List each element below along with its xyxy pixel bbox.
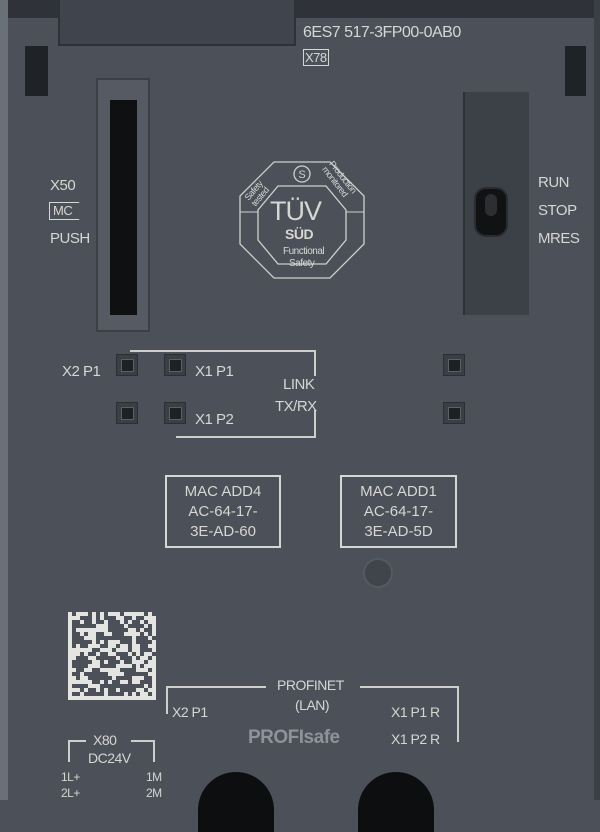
label-x2p1: X2 P1 (62, 363, 101, 380)
profinet-x1p2r: X1 P2 R (391, 731, 440, 747)
led-bracket (130, 350, 316, 352)
power-bracket (153, 740, 155, 762)
mac-line: AC-64-17- (188, 503, 258, 520)
mac-title: MAC ADD4 (184, 483, 262, 500)
profisafe-logo: PROFIsafe (248, 727, 340, 748)
led-bracket (314, 350, 316, 376)
left-latch (25, 46, 48, 96)
led-bracket (314, 410, 316, 438)
tuv-certification-mark: S (239, 161, 365, 279)
mode-mres: MRES (538, 230, 580, 247)
datamatrix-code (68, 612, 156, 700)
knob-lever (485, 194, 497, 216)
power-2l: 2L+ (61, 786, 80, 800)
mode-switch-knob[interactable] (474, 187, 508, 237)
left-edge (0, 0, 8, 800)
memory-card-action: PUSH (50, 230, 90, 247)
mac-address-4: MAC ADD4 AC-64-17- 3E-AD-60 (165, 475, 281, 548)
memory-card-slot[interactable] (96, 78, 150, 332)
power-bracket (68, 740, 86, 742)
cert-brand: TÜV (270, 196, 322, 226)
profinet-bracket (457, 686, 459, 742)
connector-opening-x2[interactable] (198, 772, 274, 832)
right-edge (594, 0, 600, 800)
led-x2p1-txrx (116, 402, 138, 424)
profinet-title: PROFINET (277, 677, 344, 693)
cert-bottom-2: Safety (289, 258, 315, 269)
led-x2p1-link (116, 354, 138, 376)
model-number: 6ES7 517-3FP00-0AB0 (303, 24, 461, 41)
cert-sub: SÜD (285, 226, 314, 242)
profinet-bracket (166, 686, 168, 714)
label-x1p2: X1 P2 (195, 411, 234, 428)
led-x1p2 (164, 402, 186, 424)
right-latch (565, 46, 586, 96)
led-x1p1 (164, 354, 186, 376)
memory-card-opening[interactable] (110, 100, 137, 315)
mac-line: 3E-AD-60 (190, 523, 256, 540)
cert-bottom-1: Functional (283, 246, 325, 257)
profinet-x1p1r: X1 P1 R (391, 704, 440, 720)
led-right-top (443, 354, 465, 376)
memory-card-port: X50 (50, 177, 76, 194)
mac-title: MAC ADD1 (360, 483, 437, 500)
mac-line: AC-64-17- (363, 503, 434, 520)
memory-card-icon: MC (49, 202, 87, 220)
svg-text:S: S (298, 169, 305, 181)
power-2m: 2M (146, 786, 162, 800)
led-bracket (176, 436, 316, 438)
mac-line: 3E-AD-5D (364, 523, 433, 540)
label-x1p1: X1 P1 (195, 363, 234, 380)
profinet-bracket (166, 686, 266, 688)
mode-run: RUN (538, 174, 570, 191)
power-bracket (68, 740, 70, 762)
power-bracket (131, 740, 155, 742)
label-txrx: TX/RX (275, 398, 317, 415)
profinet-bracket (360, 686, 459, 688)
top-recess (58, 0, 296, 46)
mac-address-1: MAC ADD1 AC-64-17- 3E-AD-5D (340, 475, 457, 548)
label-link: LINK (283, 376, 315, 393)
power-1m: 1M (146, 770, 162, 784)
connector-opening-x1[interactable] (358, 772, 434, 832)
profinet-sub: (LAN) (295, 697, 330, 713)
screw (363, 558, 393, 588)
profinet-x2p1: X2 P1 (172, 704, 208, 720)
mode-stop: STOP (538, 202, 577, 219)
power-1l: 1L+ (61, 770, 80, 784)
led-right-bottom (443, 402, 465, 424)
power-voltage: DC24V (88, 750, 131, 766)
power-port: X80 (93, 732, 117, 748)
slot-label: X78 (303, 49, 329, 66)
